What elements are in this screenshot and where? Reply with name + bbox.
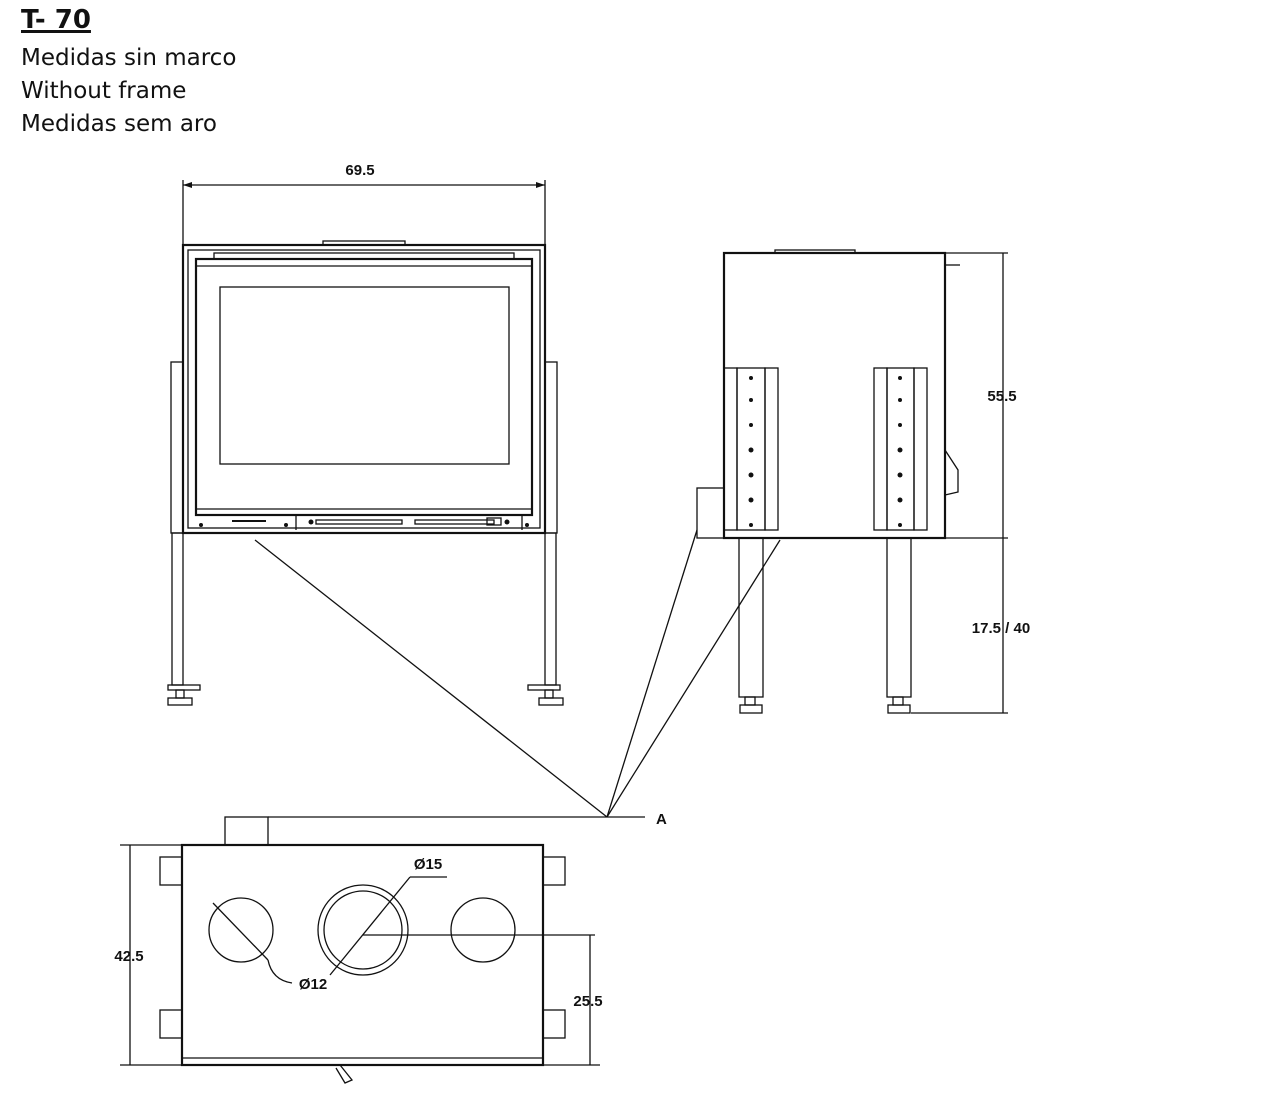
subtitle-pt: Medidas sem aro bbox=[21, 111, 217, 137]
front-view bbox=[167, 180, 564, 706]
side-view bbox=[696, 249, 1008, 714]
subtitle-en: Without frame bbox=[21, 78, 187, 104]
top-view bbox=[120, 816, 600, 1084]
drawing-title: T- 70 bbox=[21, 5, 91, 35]
dim-outlet-diameter-large: Ø15 bbox=[414, 856, 442, 873]
dim-width: 69.5 bbox=[345, 162, 374, 179]
callout-leaders bbox=[254, 529, 781, 818]
dim-leg-height: 17.5 / 40 bbox=[972, 620, 1030, 637]
dim-outlet-diameter-small: Ø12 bbox=[299, 976, 327, 993]
callout-a: A bbox=[656, 811, 667, 828]
dim-depth: 42.5 bbox=[114, 948, 143, 965]
subtitle-es: Medidas sin marco bbox=[21, 45, 237, 71]
dim-outlet-offset: 25.5 bbox=[573, 993, 602, 1010]
dim-height: 55.5 bbox=[987, 388, 1016, 405]
